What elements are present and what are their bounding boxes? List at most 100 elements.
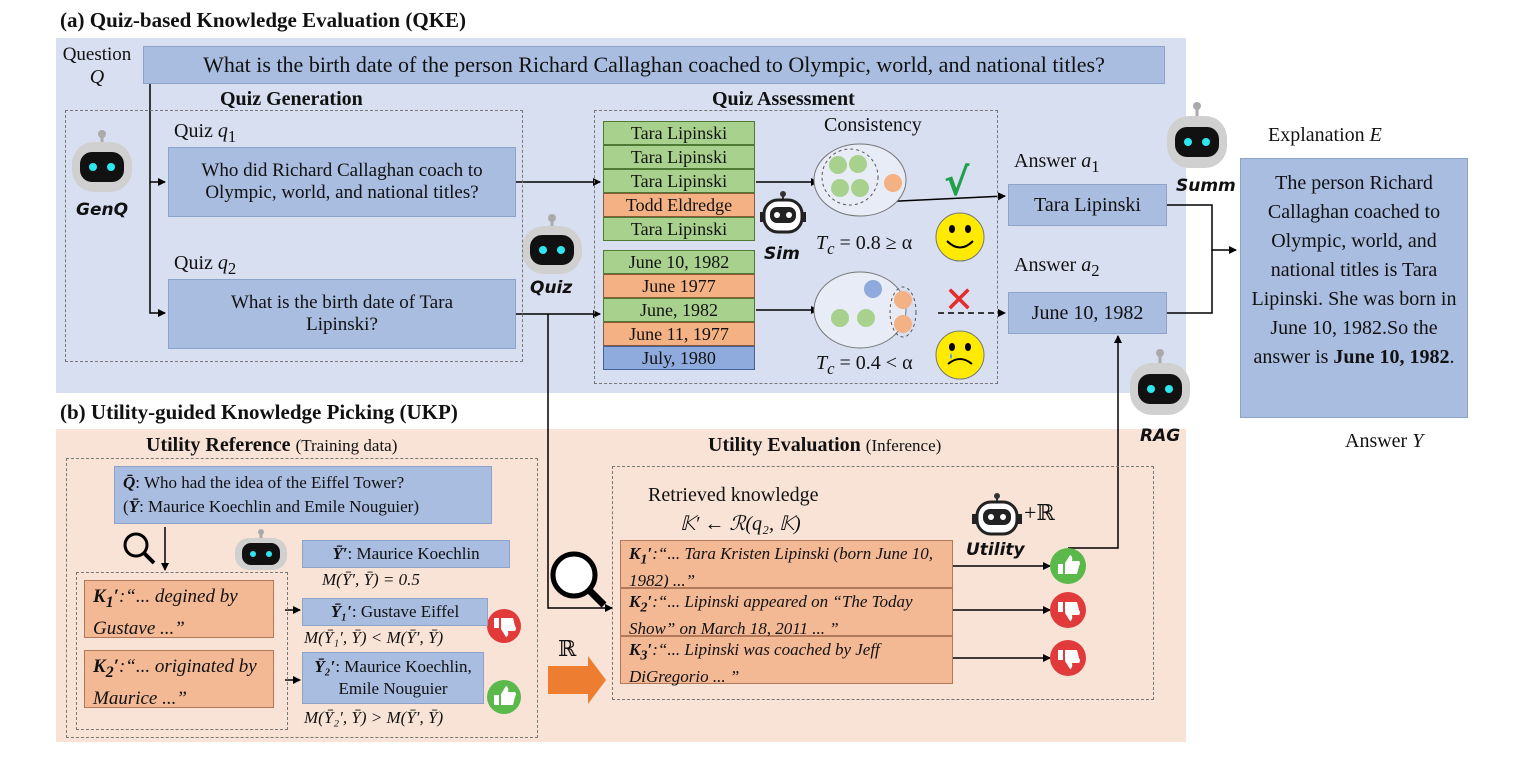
question-label: Question Q: [57, 44, 137, 89]
cross-mark-icon: ✕: [944, 280, 975, 321]
retrieved-formula: 𝕂′ ← ℛ(q₂, 𝕂): [680, 513, 801, 535]
thumbs-down-icon-k2: [1050, 592, 1086, 628]
answer1-cell-3: Todd Eldredge: [603, 193, 755, 217]
m-less-formula: M(Ȳ₁′, Ȳ) < M(Ȳ′, Ȳ): [304, 628, 444, 647]
tc1-sub: c: [827, 239, 835, 258]
answer-y-label-text: Answer: [1345, 430, 1408, 452]
answer2-cell-3: June 11, 1977: [603, 322, 755, 346]
answer-a2-box: June 10, 1982: [1008, 292, 1167, 334]
answer-a2-label: Answer a2: [1014, 254, 1100, 281]
search-icon-small: [123, 532, 156, 565]
k1-bar-text: :“... degined by Gustave ...”: [93, 586, 238, 639]
y-prime-box: Ȳ′: Maurice Koechlin: [302, 540, 510, 568]
q-bar-text: : Who had the idea of the Eiffel Tower?: [135, 473, 405, 492]
explanation-label-text: Explanation: [1268, 124, 1365, 146]
y-bar-line: (Ȳ: Maurice Koechlin and Emile Nouguier): [123, 497, 419, 516]
q-bar-line: Q̄: Who had the idea of the Eiffel Tower…: [123, 473, 405, 492]
tc2-rest: = 0.4 < α: [834, 352, 913, 374]
y-bar-text: : Maurice Koechlin and Emile Nouguier): [139, 497, 419, 516]
utility-evaluation-title: Utility Evaluation (Inference): [708, 434, 941, 457]
k2-bar-label: K: [93, 656, 106, 677]
quiz1-label-text: Quiz: [174, 120, 213, 142]
answer-y-label: Answer Y: [1345, 430, 1423, 453]
reference-question-box: Q̄: Who had the idea of the Eiffel Tower…: [114, 466, 492, 524]
utility-evaluation-title-text: Utility Evaluation: [708, 434, 861, 456]
ukp-title: (b) Utility-guided Knowledge Picking (UK…: [60, 400, 458, 424]
y1-prime-box: Ȳ₁′: Gustave Eiffel: [302, 598, 488, 626]
quiz2-sub: 2: [227, 259, 237, 278]
utility-plus-r: +ℝ: [1024, 500, 1055, 525]
m-greater-formula: M(Ȳ₂′, Ȳ) > M(Ȳ′, Ȳ): [304, 708, 444, 727]
utility-reference-sub: (Training data): [295, 436, 398, 455]
cluster-1: [813, 143, 907, 217]
tc2-sub: c: [827, 359, 835, 378]
y2-prime-text: : Maurice Koechlin, Emile Nouguier: [335, 657, 472, 698]
quiz1-text: Who did Richard Callaghan coach to Olymp…: [201, 160, 483, 203]
quiz1-label: Quiz q1: [174, 120, 236, 147]
answer2-cell-1: June 1977: [603, 274, 755, 298]
sim-label: Sim: [764, 244, 800, 264]
k2-bar-box: K2′:“... originated by Maurice ...”: [84, 650, 274, 709]
thumbs-up-icon: [1050, 548, 1086, 584]
answer-a2-value: June 10, 1982: [1031, 301, 1144, 324]
rag-label: RAG: [1140, 426, 1181, 446]
tc2-formula: Tc = 0.4 < α: [816, 352, 913, 379]
k1-bar-sub: 1: [105, 593, 114, 611]
y2-prime-box: Ȳ₂′: Maurice Koechlin, Emile Nouguier: [302, 652, 484, 704]
explanation-label: Explanation E: [1268, 124, 1382, 147]
check-mark-icon: √: [944, 160, 970, 204]
r-arrow-shape: [548, 656, 606, 704]
explanation-end: .: [1449, 346, 1455, 368]
robot-icon-quiz: [518, 212, 586, 278]
robot-icon-sim: [760, 190, 806, 236]
tc2-symbol: T: [816, 352, 828, 374]
k3-text: :“... Lipinski was coached by Jeff DiGre…: [629, 640, 880, 687]
answer-a1-label: Answer a1: [1014, 150, 1100, 177]
y-prime-text: : Maurice Koechlin: [347, 544, 480, 563]
question-box: What is the birth date of the person Ric…: [143, 46, 1165, 84]
k2-bar-sub: 2: [105, 663, 114, 681]
quiz2-label-text: Quiz: [174, 252, 213, 274]
k-bar-frame: [76, 572, 288, 730]
retrieved-label: Retrieved knowledge: [648, 484, 819, 506]
explanation-text: The person Richard Callaghan coached to …: [1251, 172, 1457, 368]
arrow-answer2-to-explanation: [1167, 250, 1213, 314]
answer-a1-sub: 1: [1091, 157, 1100, 176]
quiz1-symbol: q: [217, 120, 228, 142]
robot-icon-ref: [232, 528, 290, 572]
utility-reference-title-text: Utility Reference: [146, 434, 291, 456]
k1-box: K1′:“... Tara Kristen Lipinski (born Jun…: [620, 540, 953, 591]
answer-a2-symbol: a: [1081, 254, 1092, 276]
utility-evaluation-frame: [612, 466, 1154, 700]
quiz-robot-label: Quiz: [530, 278, 573, 298]
quiz2-symbol: q: [217, 252, 228, 274]
quiz-assessment-title: Quiz Assessment: [712, 88, 855, 110]
happy-face-icon: [935, 212, 985, 262]
tc1-formula: Tc = 0.8 ≥ α: [816, 232, 912, 259]
robot-icon-utility: [972, 492, 1022, 538]
k2-sub: 2: [640, 599, 648, 616]
summ-label: Summ: [1176, 176, 1236, 196]
answer2-cell-2: June, 1982: [603, 298, 755, 322]
qke-title: (a) Quiz-based Knowledge Evaluation (QKE…: [60, 8, 467, 32]
robot-icon-genq: [68, 128, 136, 198]
sad-face-icon: [935, 330, 985, 380]
answer-a1-label-text: Answer: [1014, 150, 1077, 172]
quiz2-text: What is the birth date of Tara Lipinski?: [230, 292, 454, 335]
k1-bar-box: K1′:“... degined by Gustave ...”: [84, 580, 274, 639]
k1-bar-label: K: [93, 586, 106, 607]
m-eq-formula: M(Ȳ′, Ȳ) = 0.5: [322, 570, 420, 589]
k2-bar-text: :“... originated by Maurice ...”: [93, 656, 257, 709]
k1-sub: 1: [640, 551, 648, 568]
k1-text: :“... Tara Kristen Lipinski (born June 1…: [629, 544, 934, 591]
thumbs-down-icon-k3: [1050, 640, 1086, 676]
r-symbol: ℝ: [558, 636, 577, 661]
quiz2-box: What is the birth date of Tara Lipinski?: [168, 279, 516, 349]
thumbs-up-icon-ref: [487, 680, 521, 714]
robot-icon-summ: [1163, 100, 1231, 172]
explanation-box: The person Richard Callaghan coached to …: [1240, 158, 1468, 418]
explanation-symbol: E: [1369, 124, 1382, 146]
tc1-symbol: T: [816, 232, 828, 254]
answer-a2-label-text: Answer: [1014, 254, 1077, 276]
